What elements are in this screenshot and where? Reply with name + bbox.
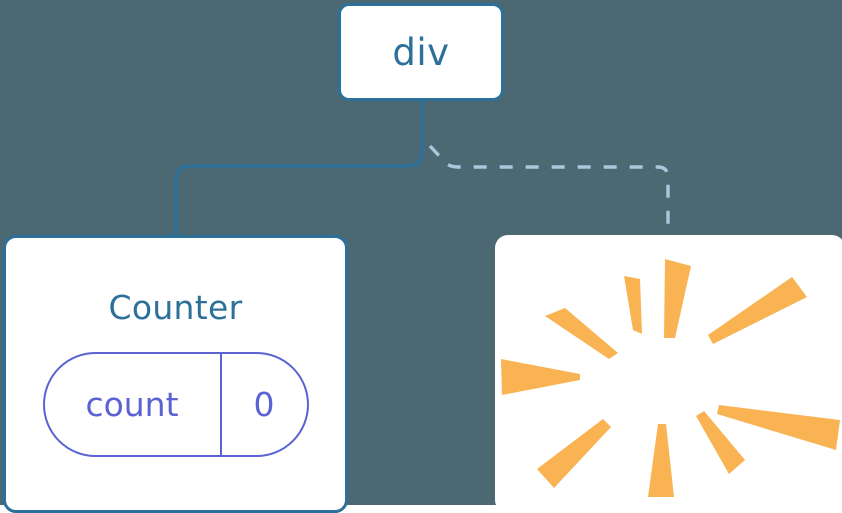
prop-key-label: count — [45, 354, 222, 455]
sparkle-burst-icon — [501, 259, 840, 497]
prop-value-label: 0 — [253, 385, 275, 424]
edge-div-to-sparkle — [428, 144, 670, 238]
sparkle-node[interactable] — [495, 235, 842, 513]
counter-prop-count[interactable]: count 0 — [42, 352, 309, 457]
div-node[interactable]: div — [338, 3, 504, 101]
counter-node-title: Counter — [108, 288, 243, 327]
counter-node[interactable]: Counter count 0 — [3, 235, 348, 513]
edge-div-to-counter — [174, 99, 424, 240]
div-node-label: div — [392, 30, 450, 74]
